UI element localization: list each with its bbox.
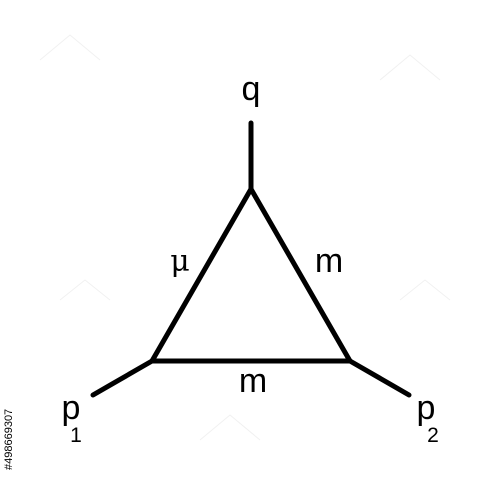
- leg-left: [90, 358, 155, 398]
- label-p2-subscript: 2: [427, 424, 439, 447]
- label-m-right: m: [315, 242, 343, 280]
- label-q: q: [242, 70, 261, 108]
- leg-right: [347, 358, 412, 398]
- watermark-pattern: [39, 34, 451, 441]
- label-p1-subscript: 1: [70, 424, 82, 447]
- label-p1: p: [62, 389, 81, 427]
- label-m-bottom: m: [239, 362, 267, 400]
- edge-left: [149, 186, 254, 364]
- edge-right: [248, 186, 353, 364]
- label-p2: p: [417, 389, 436, 427]
- label-mu: μ: [170, 244, 190, 279]
- watermark-id: #498669307: [3, 409, 15, 470]
